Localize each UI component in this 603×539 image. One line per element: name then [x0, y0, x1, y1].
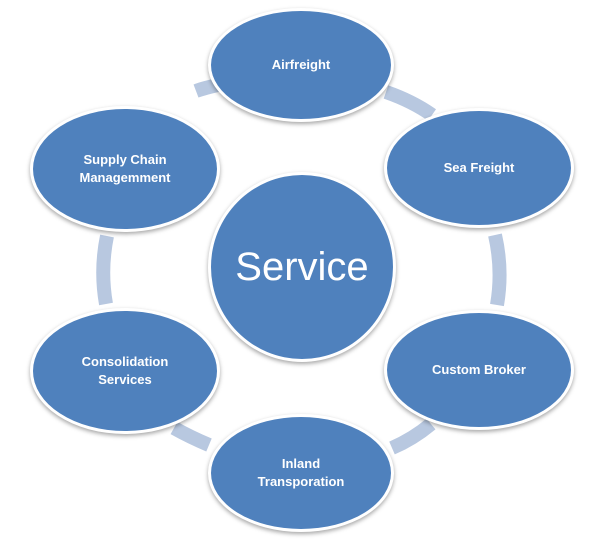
node-label: Supply Chain Managemment	[79, 152, 171, 185]
node-label: Inland Transporation	[257, 456, 345, 489]
node-label: Consolidation Services	[81, 354, 169, 387]
connector-arc	[389, 418, 436, 455]
node-supply-chain-managemment[interactable]: Supply Chain Managemment	[30, 106, 220, 232]
node-airfreight[interactable]: Airfreight	[208, 8, 394, 122]
center-node-service[interactable]: Service	[208, 172, 396, 362]
connector-arc	[170, 421, 212, 452]
connector-arc	[383, 85, 437, 121]
center-label: Service	[235, 245, 369, 289]
connector-arc	[96, 234, 114, 306]
node-consolidation-services[interactable]: Consolidation Services	[30, 308, 220, 434]
node-inland-transporation[interactable]: Inland Transporation	[208, 414, 394, 532]
node-label: Airfreight	[271, 57, 331, 72]
node-label: Sea Freight	[443, 160, 515, 175]
node-sea-freight[interactable]: Sea Freight	[384, 108, 574, 228]
node-label: Custom Broker	[432, 362, 526, 377]
connector-arc	[488, 233, 507, 307]
node-custom-broker[interactable]: Custom Broker	[384, 310, 574, 430]
